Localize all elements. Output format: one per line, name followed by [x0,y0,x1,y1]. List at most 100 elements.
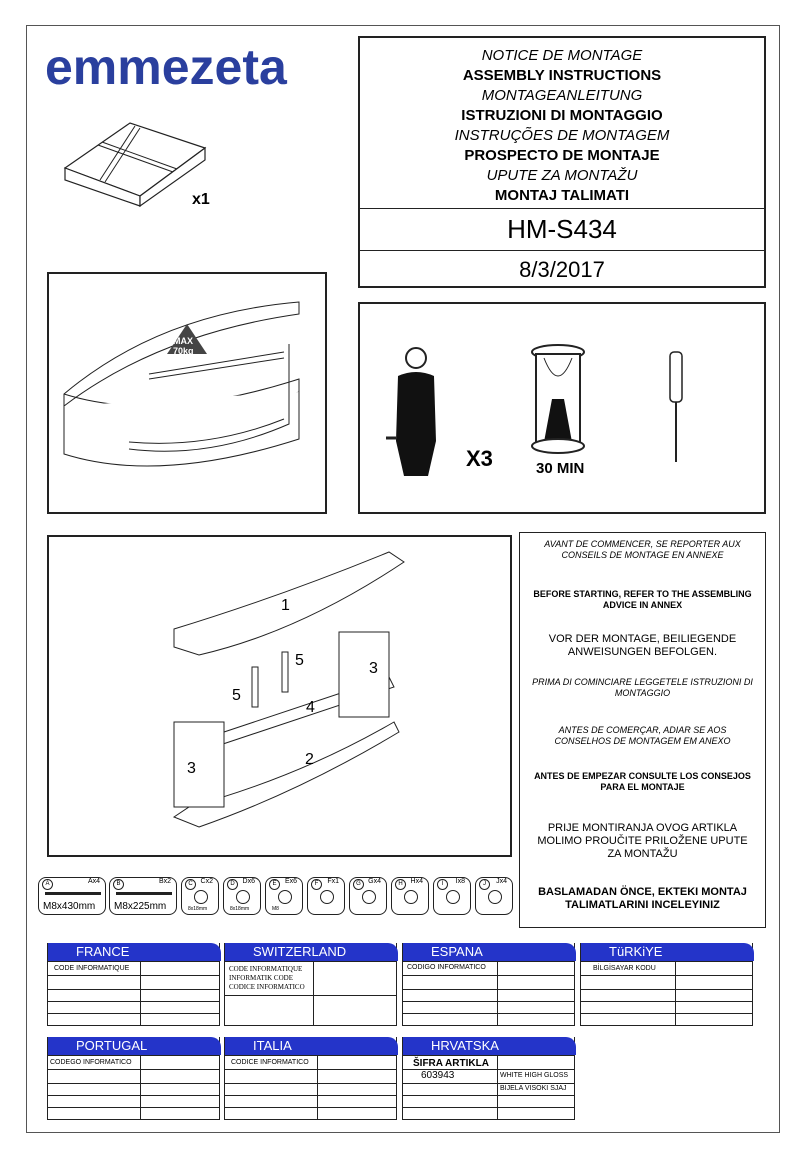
article-code: 603943 [421,1070,455,1081]
hardware-size: M8x225mm [114,901,167,912]
hardware-size: M8 [272,906,279,912]
hardware-letter: H [395,879,406,890]
hardware-count: Ix8 [455,878,465,885]
code-label: BİLGİSAYAR KODU [593,965,656,972]
hardware-count: Ex6 [284,878,297,885]
hardware-letter: C [185,879,196,890]
hardware-part-icon [488,890,502,904]
article-desc-en: WHITE HIGH GLOSS [500,1072,569,1079]
time-label: 30 MIN [536,460,585,477]
max-load-line2: 70kg [173,346,194,356]
advice-text: BASLAMADAN ÖNCE, EKTEKI MONTAJ TALIMATLA… [538,886,747,911]
advice-box: AVANT DE COMMENCER, SE REPORTER AUX CONS… [519,532,766,928]
hardware-letter: D [227,879,238,890]
max-load-line1: MAX [173,336,193,346]
hardware-item: J Jx4 [475,877,513,915]
code-label: CODIGO INFORMATICO [407,964,486,971]
persons-count: X3 [466,446,493,471]
advice-text: ANTES DE COMERÇAR, ADIAR SE AOS CONSELHO… [554,725,731,746]
table-title: SWITZERLAND [225,943,398,961]
table-switzerland: SWITZERLAND CODE INFORMATIQUE INFORMATIK… [224,943,398,1026]
hardware-letter: I [437,879,448,890]
table-title: ESPANA [403,943,576,961]
hardware-count: Hx4 [410,878,423,885]
part-label: 3 [187,760,196,777]
hardware-item: H Hx4 [391,877,429,915]
table-title: FRANCE [48,943,221,961]
hardware-item: C Cx2 8x18mm [181,877,219,915]
exploded-view-box: 1 2 3 3 4 5 5 [47,535,512,857]
hardware-part-icon [45,892,101,895]
hardware-part-icon [116,892,172,895]
model-number: HM-S434 [507,214,617,244]
hardware-part-icon [404,890,418,904]
code-label: CODE INFORMATIQUE [54,965,130,972]
part-label: 5 [232,687,241,704]
hardware-letter: F [311,879,322,890]
table-title: ITALIA [225,1037,398,1055]
hardware-count: Fx1 [327,878,339,885]
part-label: 4 [306,699,315,716]
title-line: INSTRUÇÕES DE MONTAGEM [454,127,670,144]
table-espana: ESPANA CODIGO INFORMATICO [402,943,576,1026]
code-label: CODICE INFORMATICO [231,1059,309,1066]
hardware-count: Gx4 [368,878,381,885]
page-frame [26,25,780,1133]
hardware-count: Ax4 [87,878,100,885]
title-line: ISTRUZIONI DI MONTAGGIO [461,107,663,124]
title-line: PROSPECTO DE MONTAJE [464,147,660,164]
hardware-letter: E [269,879,280,890]
table-title: PORTUGAL [48,1037,221,1055]
product-illustration [63,301,300,467]
table-italia: ITALIA CODICE INFORMATICO [224,1037,398,1120]
advice-text: ANTES DE EMPEZAR CONSULTE LOS CONSEJOS P… [534,771,751,792]
package-box-illustration [63,122,207,208]
hardware-size: 8x18mm [188,906,208,912]
hourglass-icon [531,344,585,454]
hardware-item: F Fx1 [307,877,345,915]
hardware-item: G Gx4 [349,877,387,915]
persons-icon [386,347,436,476]
advice-text: PRIMA DI COMINCIARE LEGGETELE ISTRUZIONI… [532,677,753,698]
hardware-letter: G [353,879,364,890]
hardware-letter: B [113,879,124,890]
hardware-size: M8x430mm [43,901,96,912]
hardware-part-icon [236,890,250,904]
exploded-view-illustration [172,551,405,828]
date: 8/3/2017 [519,257,605,282]
table-portugal: PORTUGAL CODEGO INFORMATICO [47,1037,221,1120]
quantity-label: x1 [192,191,210,208]
title-line: UPUTE ZA MONTAŽU [486,167,638,184]
part-label: 5 [295,652,304,669]
code-label: CODE INFORMATIQUE INFORMATIK CODE CODICE… [229,965,305,991]
title-line: MONTAJ TALIMATI [494,187,630,204]
hardware-part-icon [278,890,292,904]
hardware-part-icon [194,890,208,904]
tools-box: X3 30 MIN [358,302,766,514]
advice-text: PRIJE MONTIRANJA OVOG ARTIKLA MOLIMO PRO… [537,822,748,860]
hardware-part-icon [362,890,376,904]
screwdriver-icon [669,351,683,462]
advice-text: AVANT DE COMMENCER, SE REPORTER AUX CONS… [544,539,741,560]
part-label: 3 [369,660,378,677]
hardware-item: I Ix8 [433,877,471,915]
table-hrvatska: HRVATSKA ŠIFRA ARTIKLA 603943 WHITE HIGH… [402,1037,576,1120]
brand-logo: emmezeta [45,39,287,95]
table-title: HRVATSKA [403,1037,576,1055]
part-label: 2 [305,751,314,768]
hardware-count: Cx2 [200,878,213,885]
table-title: TüRKiYE [581,943,754,961]
hardware-count: Bx2 [158,878,171,885]
hardware-part-icon [320,890,334,904]
part-label: 1 [281,597,290,614]
hardware-letter: J [479,879,490,890]
hardware-count: Jx4 [496,878,507,885]
hardware-part-icon [446,890,460,904]
hardware-count: Dx6 [242,878,255,885]
